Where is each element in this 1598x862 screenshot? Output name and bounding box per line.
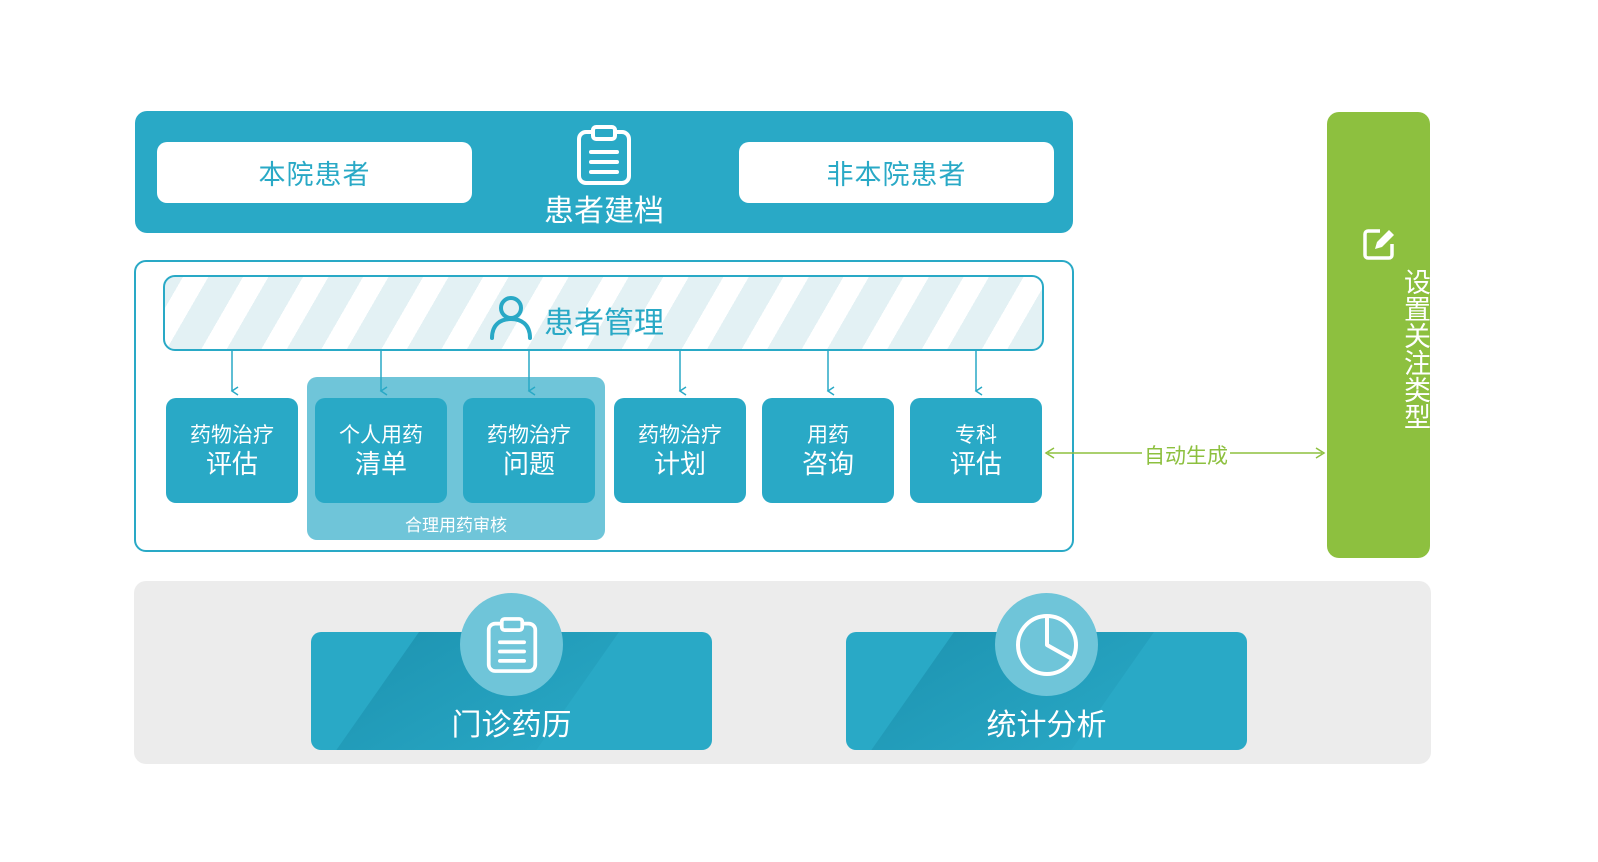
func-line2: 计划 <box>653 449 706 480</box>
func-line1: 专科 <box>955 422 997 447</box>
func-line1: 个人用药 <box>339 422 423 447</box>
focus-type-title: 设置关注类型 <box>1399 268 1430 430</box>
func-box-evaluation[interactable]: 药物治疗 评估 <box>166 398 298 503</box>
archive-title: 患者建档 <box>544 194 664 229</box>
auto-generate-label: 自动生成 <box>1142 440 1230 470</box>
func-box-specialty-evaluation[interactable]: 专科 评估 <box>910 398 1042 503</box>
func-box-problems[interactable]: 药物治疗 问题 <box>463 398 595 503</box>
func-line2: 清单 <box>354 449 407 480</box>
func-box-consult[interactable]: 用药 咨询 <box>762 398 894 503</box>
func-line2: 咨询 <box>801 449 854 480</box>
statistics-title: 统计分析 <box>986 708 1107 743</box>
management-title: 患者管理 <box>544 306 664 341</box>
func-box-plan[interactable]: 药物治疗 计划 <box>614 398 746 503</box>
func-line2: 问题 <box>502 449 555 480</box>
func-line1: 药物治疗 <box>190 422 274 447</box>
func-line2: 评估 <box>949 449 1002 480</box>
outpatient-record-title: 门诊药历 <box>451 708 572 743</box>
pie-chart-icon <box>995 593 1098 696</box>
edit-icon <box>1362 227 1396 261</box>
func-line1: 用药 <box>807 422 849 447</box>
func-box-medication-list[interactable]: 个人用药 清单 <box>315 398 447 503</box>
outpatient-clipboard-icon <box>460 593 563 696</box>
func-line1: 药物治疗 <box>638 422 722 447</box>
func-line2: 评估 <box>205 449 258 480</box>
review-group-label: 合理用药审核 <box>405 516 507 536</box>
management-header <box>163 275 1044 351</box>
func-line1: 药物治疗 <box>487 422 571 447</box>
person-icon <box>489 294 533 340</box>
focus-type-panel[interactable] <box>1327 112 1430 558</box>
local-patient-button[interactable]: 本院患者 <box>157 142 472 203</box>
clipboard-icon <box>575 124 633 186</box>
external-patient-button[interactable]: 非本院患者 <box>739 142 1054 203</box>
